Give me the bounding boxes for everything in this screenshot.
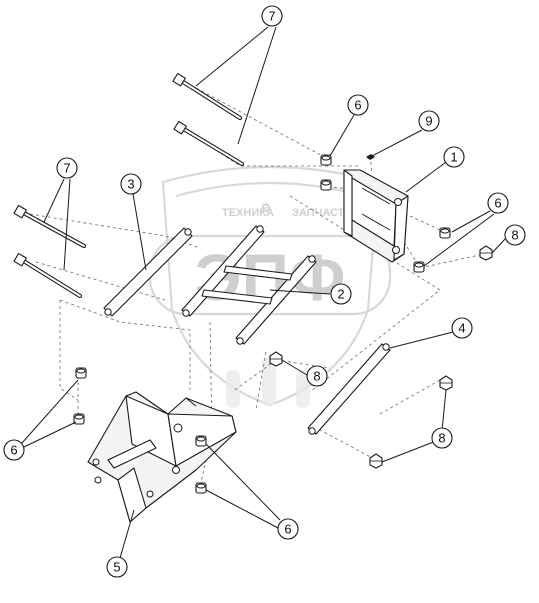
nuts-part-8 <box>269 245 493 469</box>
svg-text:8: 8 <box>313 369 320 384</box>
callout-4: 4 <box>451 317 473 339</box>
svg-text:3: 3 <box>127 177 134 192</box>
bushing <box>320 179 332 191</box>
bushing <box>320 154 332 166</box>
svg-text:6: 6 <box>10 443 17 458</box>
callout-7-left: 7 <box>56 157 78 179</box>
bolt-left-1 <box>13 204 87 249</box>
bushing <box>75 367 87 379</box>
frame-part-2 <box>181 225 317 345</box>
bolt-upper-1 <box>172 72 243 121</box>
callout-6-left: 6 <box>3 439 25 461</box>
bracket-part-1 <box>343 169 409 263</box>
callout-6-top: 6 <box>347 94 369 116</box>
bushing <box>195 435 207 447</box>
bushing <box>439 227 451 239</box>
svg-text:4: 4 <box>458 321 465 336</box>
bushing <box>413 261 425 273</box>
bolt-upper-2 <box>173 120 245 167</box>
bushing <box>195 482 207 494</box>
callout-8-lower: 8 <box>431 427 453 449</box>
watermark-left-word: ТЕХНИКА <box>222 207 274 219</box>
assembly-lines <box>29 87 485 487</box>
leader-lines <box>21 26 507 559</box>
bushing <box>73 413 85 425</box>
gear-icon: ⚙ <box>261 201 272 215</box>
svg-text:2: 2 <box>337 287 344 302</box>
svg-text:8: 8 <box>511 228 518 243</box>
svg-text:7: 7 <box>63 161 70 176</box>
callout-8-middle: 8 <box>306 365 328 387</box>
bushings-part-6 <box>73 154 451 494</box>
callout-6-right: 6 <box>487 192 509 214</box>
svg-text:6: 6 <box>284 522 291 537</box>
callouts: 7 6 9 1 7 3 6 8 <box>3 5 526 578</box>
link-bar-part-4 <box>307 343 391 435</box>
link-bar-part-3 <box>103 227 193 317</box>
svg-text:8: 8 <box>438 431 445 446</box>
base-part-5 <box>87 391 237 523</box>
callout-5: 5 <box>106 556 128 578</box>
callout-6-bottom: 6 <box>277 518 299 540</box>
watermark-right-word: ЗАПЧАСТИ <box>292 207 352 219</box>
svg-text:6: 6 <box>354 98 361 113</box>
svg-text:7: 7 <box>268 9 275 24</box>
nut <box>439 375 453 391</box>
callout-1: 1 <box>443 146 465 168</box>
callout-7-top: 7 <box>261 5 283 27</box>
bolt-left-2 <box>13 252 83 299</box>
wheat-icon <box>226 356 310 408</box>
nut <box>479 245 493 261</box>
callout-3: 3 <box>120 173 142 195</box>
svg-text:6: 6 <box>494 196 501 211</box>
svg-text:1: 1 <box>450 150 457 165</box>
callout-9: 9 <box>418 110 440 132</box>
nut <box>369 453 383 469</box>
svg-text:5: 5 <box>113 560 120 575</box>
callout-8-right: 8 <box>504 224 526 246</box>
svg-text:9: 9 <box>425 114 432 129</box>
callout-2: 2 <box>330 283 352 305</box>
nut <box>269 351 283 367</box>
